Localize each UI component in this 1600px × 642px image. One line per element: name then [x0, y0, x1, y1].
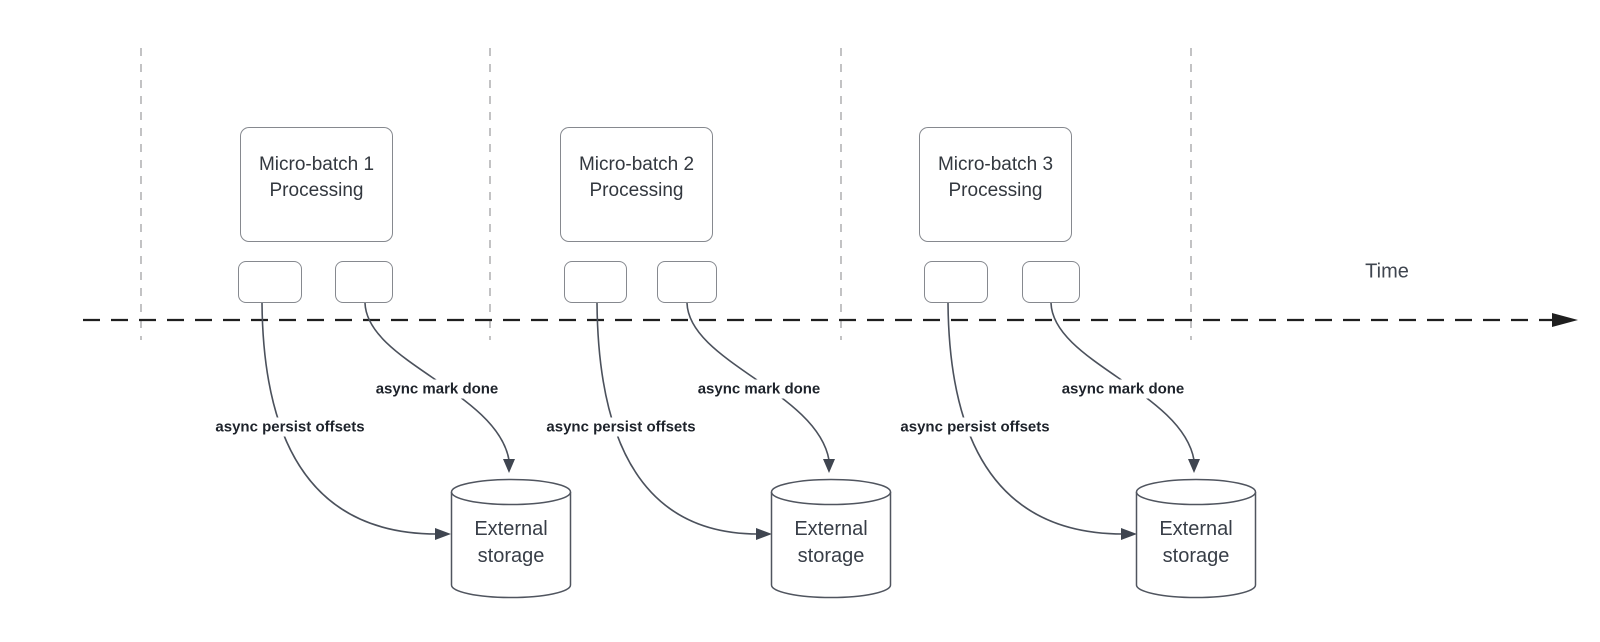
storage-label-3: External storage: [1136, 516, 1256, 570]
storage-cylinders-group: [450, 478, 1257, 599]
storage-label-1-line1: External: [474, 518, 548, 540]
persist-offsets-arrow-1: [261, 302, 438, 535]
persist-offsets-label-3: async persist offsets: [897, 417, 1053, 437]
mark-done-label-2: async mark done: [694, 379, 824, 399]
persist-task-box-3: [924, 261, 988, 303]
storage-cylinder-body-1: [450, 492, 572, 599]
mark-done-arrowhead-3: [1188, 459, 1200, 473]
storage-cylinder-top-3: [1135, 478, 1257, 506]
micro-batch-3-title-line1: Micro-batch 3: [937, 153, 1054, 175]
persist-task-box-2: [564, 261, 627, 303]
micro-batch-3-title-line2: Processing: [948, 179, 1043, 201]
persist-offsets-arrow-3: [947, 302, 1124, 535]
persist-offsets-arrowhead-3: [1121, 528, 1137, 540]
storage-label-1-line2: storage: [477, 545, 545, 567]
storage-label-2: External storage: [771, 516, 891, 570]
storage-cylinder-top-1: [450, 478, 572, 506]
persist-offsets-label-1: async persist offsets: [212, 417, 368, 437]
micro-batch-3-box: Micro-batch 3 Processing: [919, 127, 1072, 242]
micro-batch-2-box: Micro-batch 2 Processing: [560, 127, 713, 242]
storage-cylinder-body-3: [1135, 492, 1257, 599]
storage-label-3-line1: External: [1159, 518, 1233, 540]
guide-lines-group: [140, 48, 1192, 340]
persist-offsets-arrowhead-1: [435, 528, 451, 540]
time-axis-arrowhead: [1552, 313, 1578, 327]
persist-offsets-arrowhead-2: [756, 528, 772, 540]
mark-done-task-box-2: [657, 261, 717, 303]
persist-task-box-1: [238, 261, 302, 303]
mark-done-arrow-1: [364, 302, 510, 461]
mark-done-task-box-1: [335, 261, 393, 303]
time-label: Time: [1365, 260, 1409, 283]
persist-offsets-arrow-2: [596, 302, 759, 535]
storage-label-2-line2: storage: [797, 545, 865, 567]
mark-done-label-1: async mark done: [372, 379, 502, 399]
storage-label-2-line1: External: [794, 518, 868, 540]
storage-cylinder-top-2: [770, 478, 892, 506]
mark-done-label-3: async mark done: [1058, 379, 1188, 399]
mark-done-task-box-3: [1022, 261, 1080, 303]
micro-batch-1-title-line1: Micro-batch 1: [258, 153, 375, 175]
storage-cylinder-body-2: [770, 492, 892, 599]
micro-batch-1-title-line2: Processing: [269, 179, 364, 201]
storage-label-3-line2: storage: [1162, 545, 1230, 567]
mark-done-arrowhead-1: [503, 459, 515, 473]
mark-done-arrow-3: [1050, 302, 1195, 461]
persist-offsets-label-2: async persist offsets: [543, 417, 699, 437]
micro-batch-2-title-line2: Processing: [589, 179, 684, 201]
mark-done-arrowhead-2: [823, 459, 835, 473]
storage-label-1: External storage: [451, 516, 571, 570]
micro-batch-1-box: Micro-batch 1 Processing: [240, 127, 393, 242]
mark-done-arrow-2: [686, 302, 830, 461]
micro-batch-2-title-line1: Micro-batch 2: [578, 153, 695, 175]
